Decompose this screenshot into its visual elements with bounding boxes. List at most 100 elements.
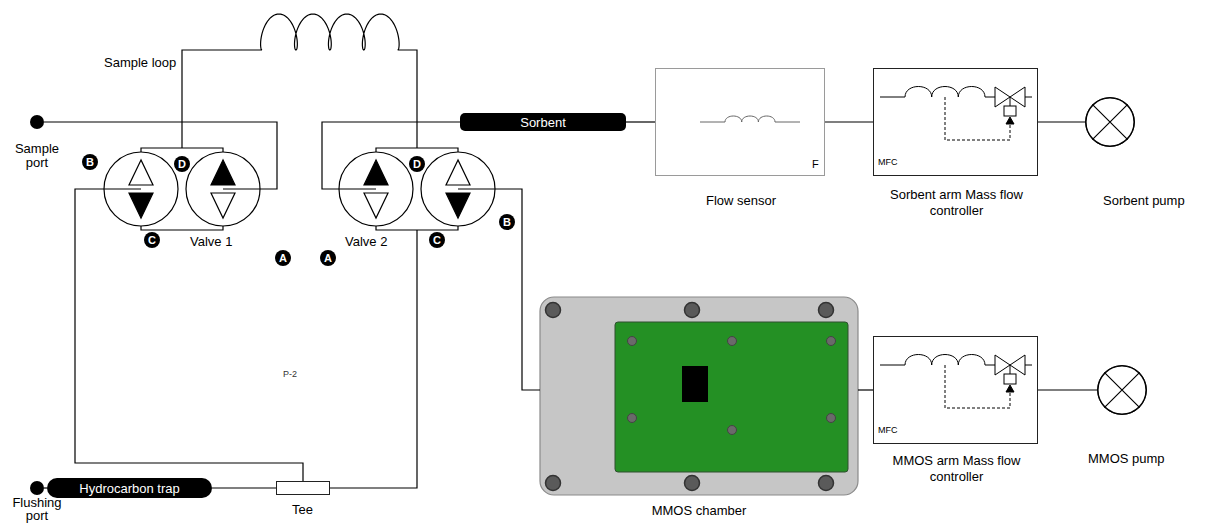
bolt	[685, 476, 700, 491]
port-dot: Flushing port	[30, 481, 44, 495]
pipe	[495, 189, 540, 390]
pipe	[44, 122, 277, 189]
sensor-coil	[700, 116, 800, 122]
node-label: Hydrocarbon trap	[79, 481, 179, 496]
sensor-chip	[682, 366, 708, 402]
part-code: P-2	[283, 369, 297, 380]
pump: Sorbent pump	[1085, 97, 1135, 147]
node-label: Sample port	[9, 142, 65, 170]
pipe	[858, 389, 873, 390]
port-dot: Sample port	[30, 115, 44, 129]
sensor-coil-path	[700, 116, 800, 122]
sorbent-tube: Sorbent	[460, 113, 626, 131]
screw	[728, 426, 737, 435]
screw	[827, 414, 836, 423]
node-label: Tee	[292, 502, 313, 517]
valve-check-filled	[129, 193, 153, 218]
screw	[628, 414, 637, 423]
bolt	[685, 303, 700, 318]
chamber-body	[540, 297, 858, 495]
valve-check-open	[446, 160, 470, 185]
board-screws	[628, 337, 836, 435]
node-label: MFC	[878, 425, 898, 436]
pump-face	[1086, 98, 1134, 146]
tee-fitting: Tee	[276, 481, 330, 495]
pump-cross	[1104, 372, 1139, 407]
screw	[827, 337, 836, 346]
mfc-actuator	[1004, 106, 1016, 116]
node-label: Sorbent pump	[1103, 193, 1185, 208]
mass-flow-controller: MFCSorbent arm Mass flow controller	[873, 68, 1038, 176]
hydrocarbon-trap: Hydrocarbon trap	[47, 478, 212, 498]
valve-stub	[104, 188, 260, 189]
pipe	[1038, 389, 1097, 390]
valve-stub	[339, 188, 495, 189]
mfc-coil	[880, 87, 995, 98]
port-letter: D	[174, 156, 190, 172]
sensor-board	[615, 322, 848, 472]
mfc-signal-head	[1006, 385, 1014, 392]
valve-frame	[141, 148, 223, 230]
bolt	[546, 303, 561, 318]
node-label: MMOS chamber	[540, 503, 858, 518]
node-label: Valve 1	[190, 234, 232, 249]
valve-check-open	[129, 160, 153, 185]
mfc-stem	[1010, 365, 1032, 374]
port-letter: C	[429, 232, 445, 248]
node-label: Valve 2	[345, 234, 387, 249]
screw	[628, 337, 637, 346]
mfc-coil	[880, 355, 995, 366]
valve-symbol	[339, 148, 495, 230]
port-letter: B	[82, 154, 98, 170]
valve-check-filled	[446, 193, 470, 218]
bolt	[819, 476, 834, 491]
node-label: Flushing port	[9, 497, 65, 522]
node-label: F	[812, 158, 819, 171]
pipe	[330, 230, 417, 488]
pump-cross	[1092, 104, 1127, 139]
pipe	[626, 121, 655, 122]
valve-check-open	[364, 193, 388, 218]
node-label: MMOS pump	[1088, 451, 1165, 466]
valve-frame	[376, 148, 458, 230]
node-label: MFC	[878, 157, 898, 168]
pipe	[1038, 121, 1085, 122]
valve-check-filled	[364, 160, 388, 185]
pipe	[322, 122, 460, 189]
node-label: MMOS arm Mass flow controller	[874, 453, 1039, 485]
pump: MMOS pump	[1097, 365, 1147, 415]
mmos-chamber: MMOS chamber	[540, 297, 858, 495]
chamber-illustration	[540, 297, 858, 495]
node-label: Sorbent	[520, 115, 566, 130]
pump-face	[1098, 366, 1146, 414]
pipe	[825, 121, 873, 122]
port-letter: C	[144, 232, 160, 248]
node-label: Flow sensor	[656, 193, 826, 208]
port-letter: A	[320, 250, 336, 266]
mass-flow-controller: MFCMMOS arm Mass flow controller	[873, 336, 1038, 444]
screw	[728, 337, 737, 346]
mfc-signal-head	[1006, 117, 1014, 124]
pipe	[182, 14, 417, 148]
loop-label: Sample loop	[104, 55, 176, 70]
node-label: Sorbent arm Mass flow controller	[874, 187, 1039, 219]
pipe	[75, 189, 303, 481]
port-letter: D	[409, 156, 425, 172]
mfc-symbol	[880, 355, 1032, 409]
chamber-bolts	[546, 303, 834, 491]
flow-sensor-box: FFlow sensor	[655, 68, 825, 176]
pump-symbol	[1086, 98, 1146, 414]
pipe	[212, 487, 276, 488]
valve-symbol	[104, 148, 260, 230]
port-letter: A	[275, 250, 291, 266]
valve-check-open	[211, 193, 235, 218]
mfc-signal	[945, 97, 1010, 140]
mfc-signal	[945, 365, 1010, 408]
mfc-actuator	[1004, 374, 1016, 384]
port-letter: B	[499, 214, 515, 230]
mfc-stem	[1010, 97, 1032, 106]
mfc-symbol	[880, 87, 1032, 141]
valve-check-filled	[211, 160, 235, 185]
